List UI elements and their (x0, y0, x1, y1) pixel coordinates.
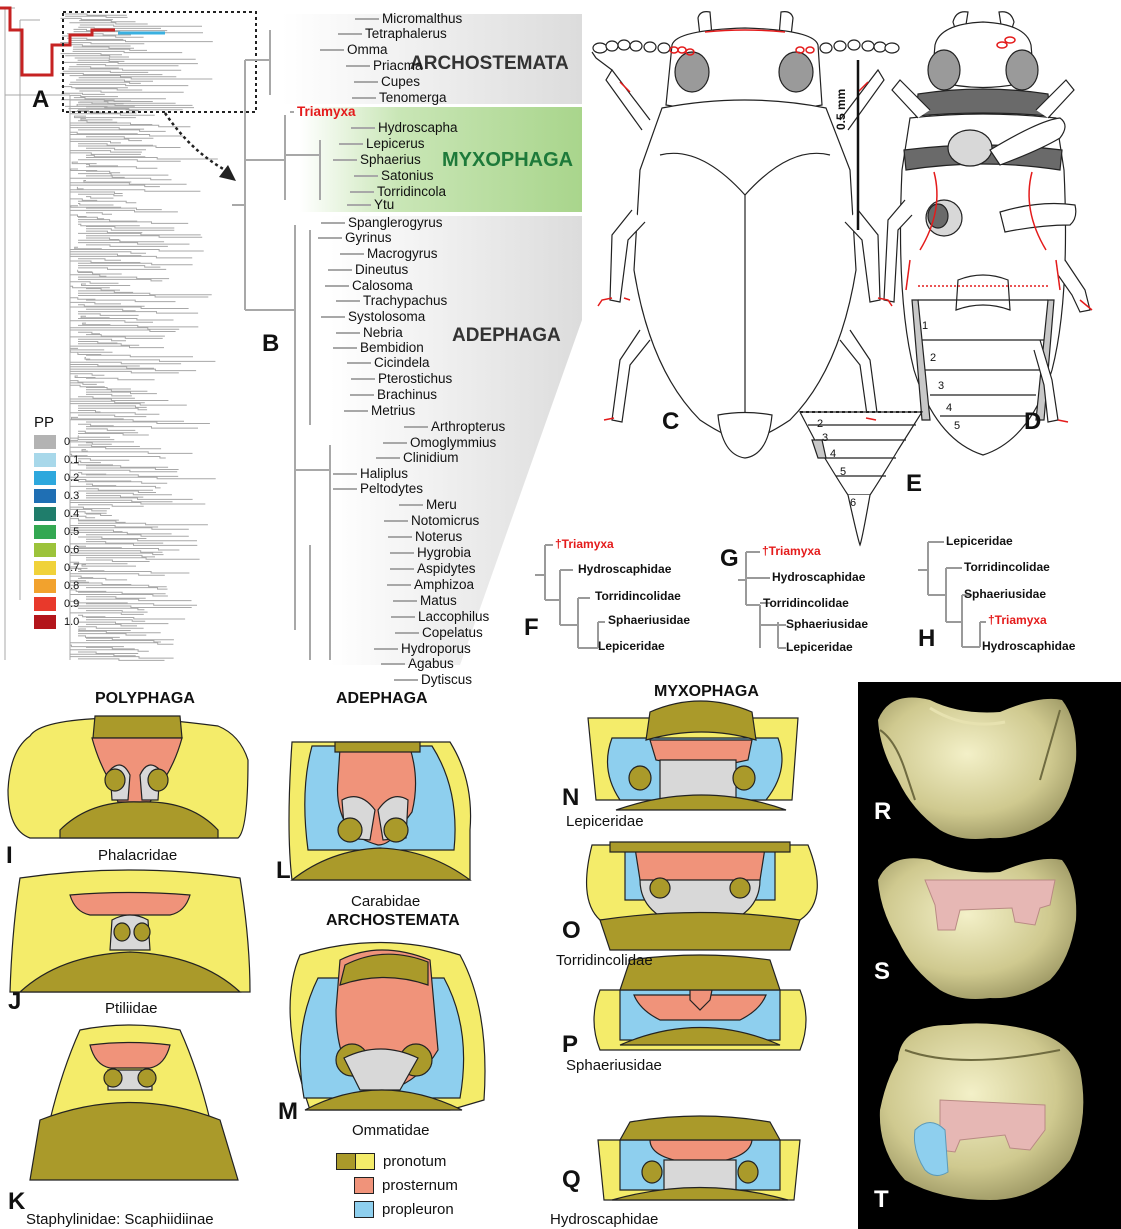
panel-letter-r: R (874, 798, 891, 826)
panel-letter-s: S (874, 958, 890, 986)
panel-letter-t: T (874, 1186, 889, 1214)
render-t (880, 1023, 1083, 1200)
